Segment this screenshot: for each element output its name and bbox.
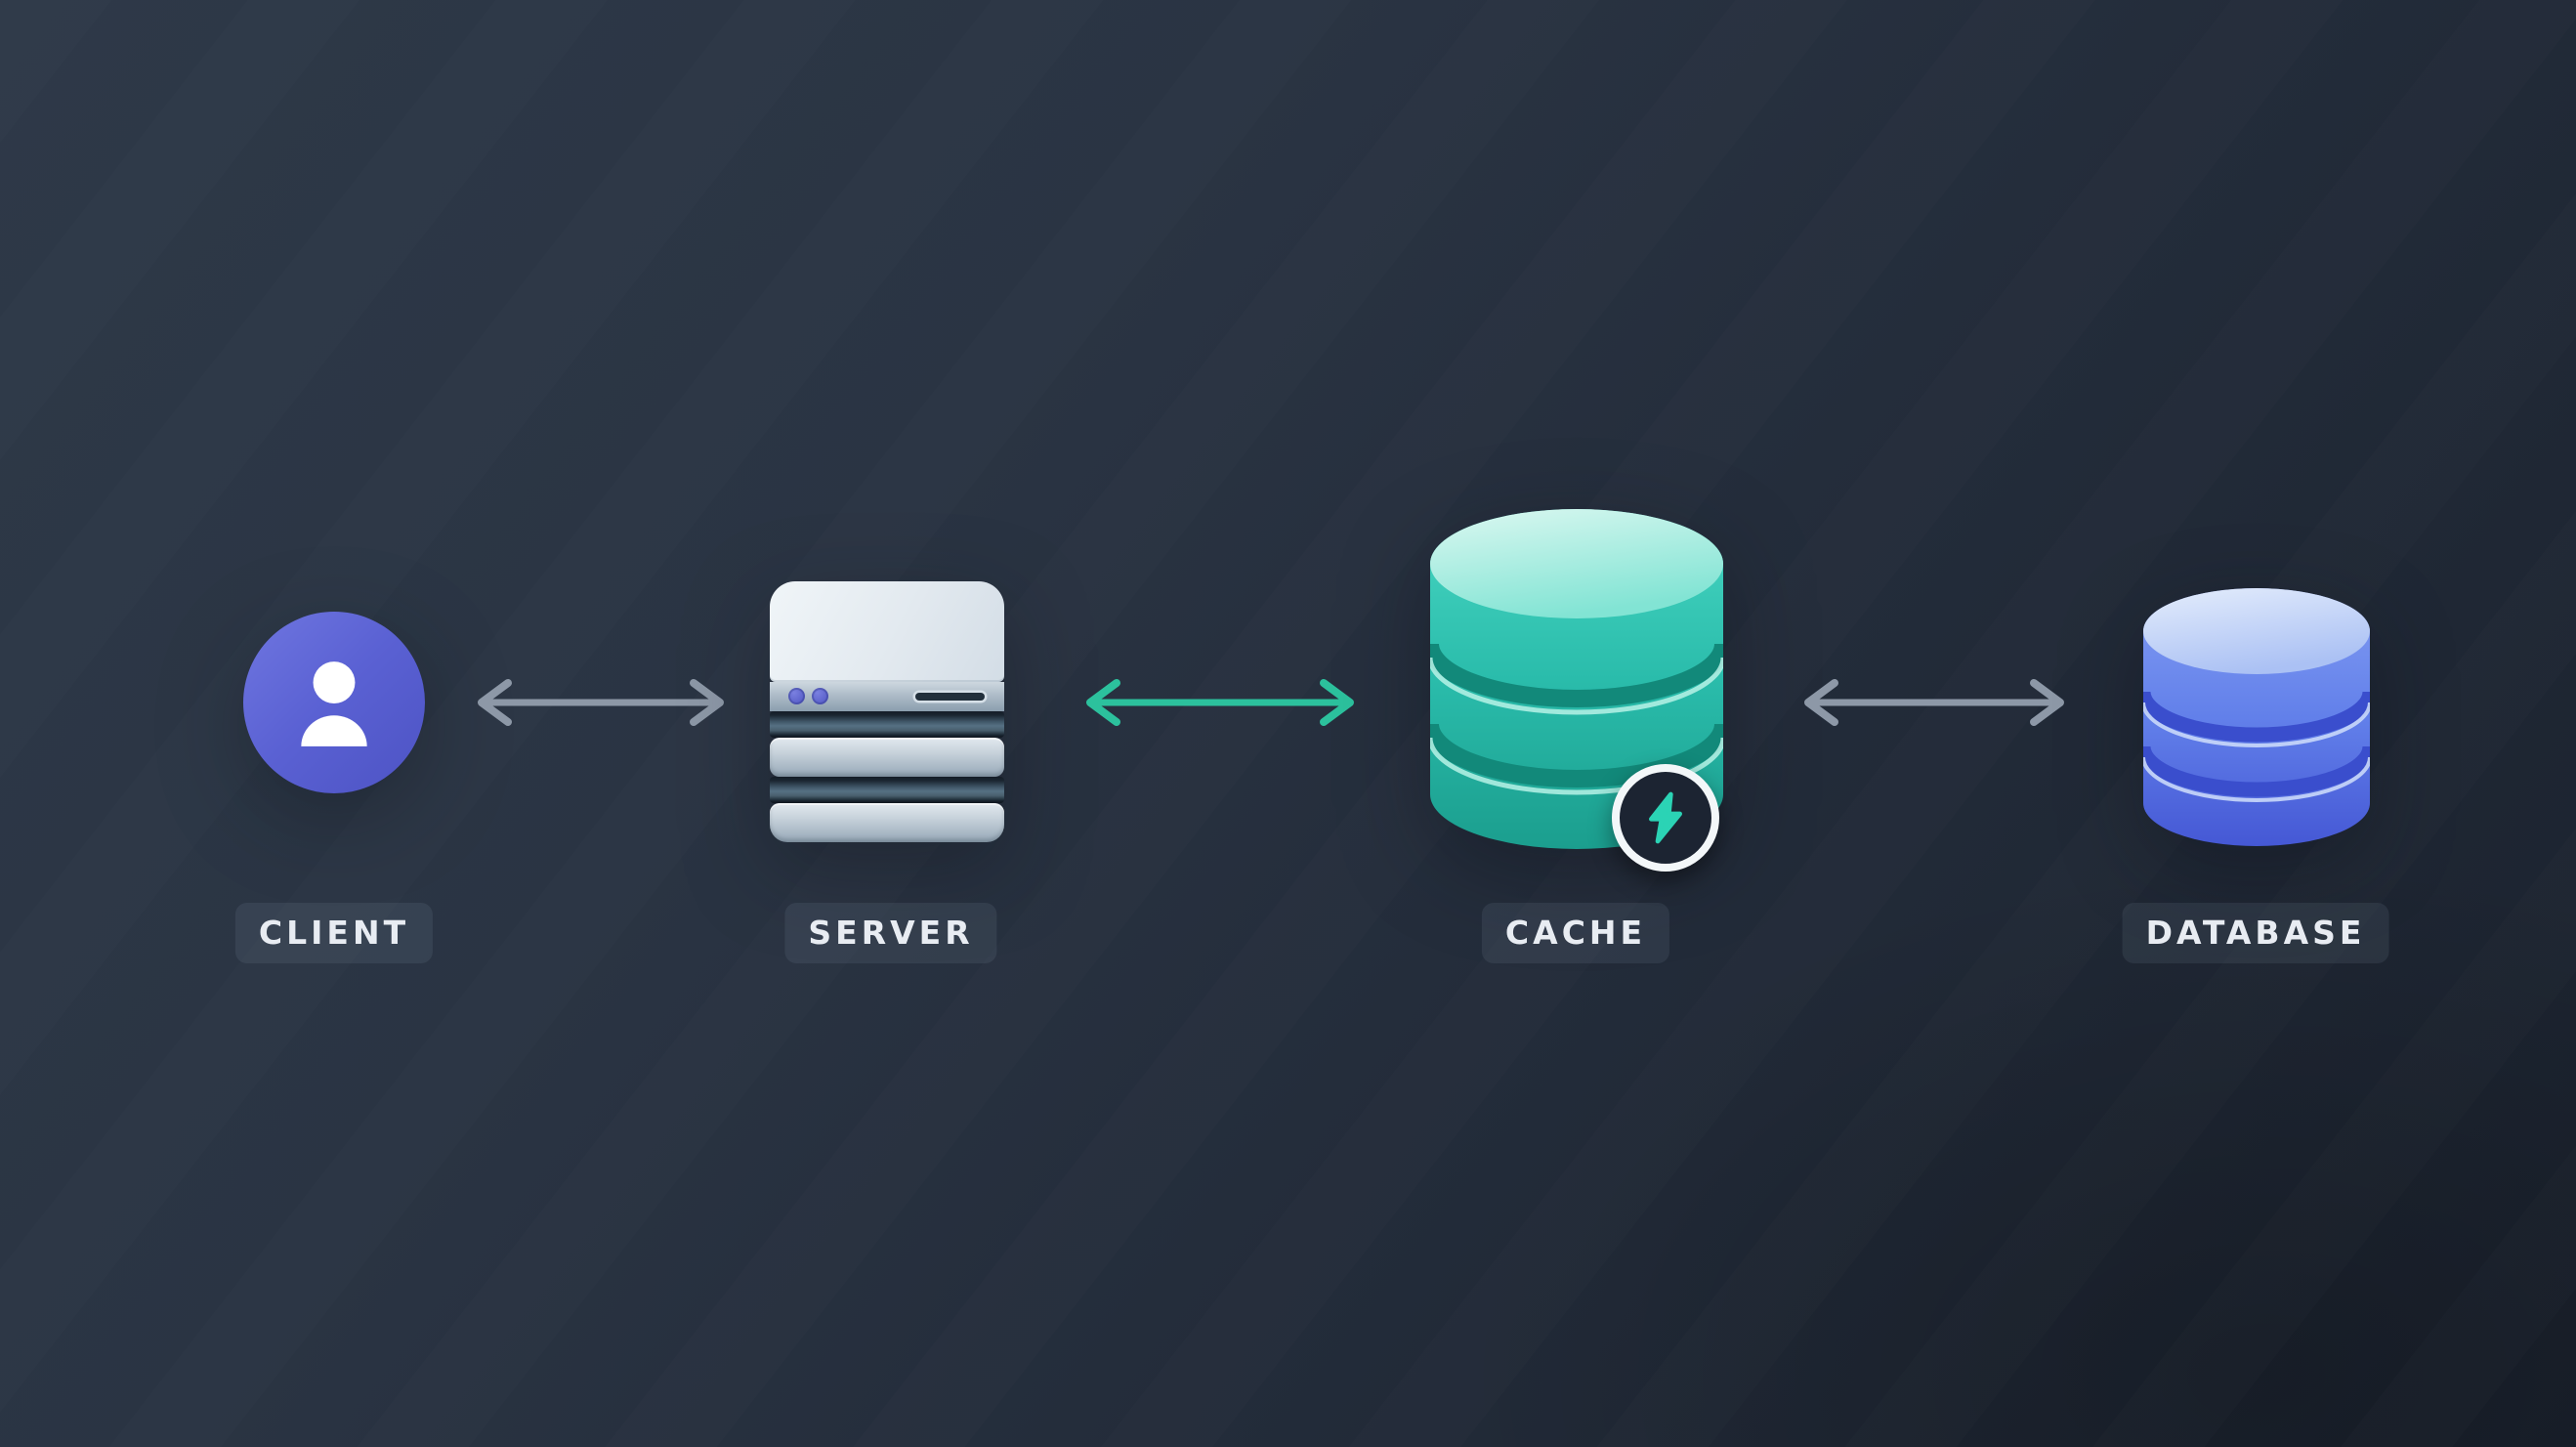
cache-speed-badge xyxy=(1612,764,1719,872)
cache-cylinder-icon xyxy=(1430,509,1723,849)
server-label: SERVER xyxy=(784,903,997,963)
server-rack-gap xyxy=(770,711,1004,738)
client-label: CLIENT xyxy=(234,903,434,963)
lightning-icon xyxy=(1649,791,1682,844)
server-rack-unit xyxy=(770,803,1004,842)
server-rack-unit xyxy=(770,738,1004,777)
server-vent-slot xyxy=(915,693,985,701)
server-top-panel xyxy=(770,581,1004,682)
client-server-arrow-icon xyxy=(478,679,724,726)
server-front-face xyxy=(770,682,1004,711)
server-led-icon xyxy=(788,688,805,704)
server-led-icon xyxy=(812,688,828,704)
user-icon xyxy=(301,661,367,746)
database-label: DATABASE xyxy=(2122,903,2389,963)
cache-database-arrow-icon xyxy=(1804,679,2064,726)
server-node xyxy=(770,581,1004,842)
cache-label: CACHE xyxy=(1481,903,1670,963)
database-cylinder-icon xyxy=(2143,588,2370,846)
server-rack-gap xyxy=(770,777,1004,803)
client-node xyxy=(243,612,425,793)
server-cache-arrow-icon xyxy=(1086,679,1354,726)
